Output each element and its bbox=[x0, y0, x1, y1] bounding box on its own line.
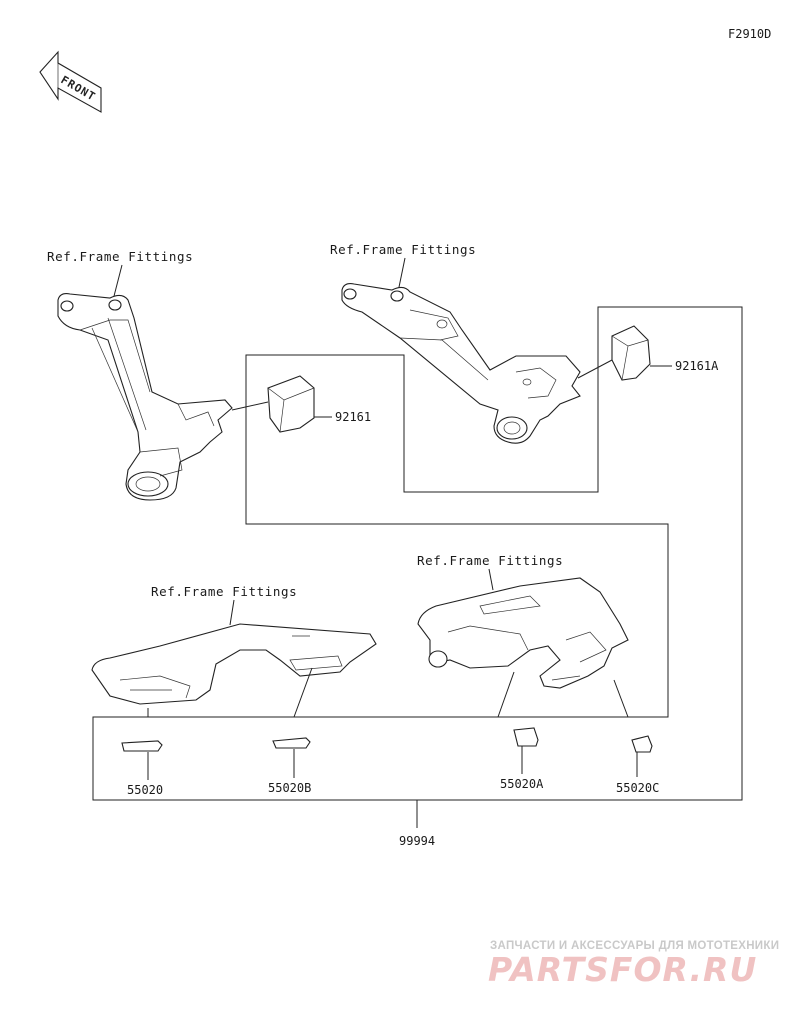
left-heel-guard: Ref.Frame Fittings bbox=[91, 584, 377, 705]
ref-label-left-lower: Ref.Frame Fittings bbox=[151, 584, 297, 599]
label-55020a: 55020A bbox=[500, 777, 544, 791]
part-92161: 92161 bbox=[231, 375, 371, 433]
left-footpeg-bracket: Ref.Frame Fittings bbox=[47, 249, 233, 501]
part-55020b: 55020B bbox=[268, 667, 313, 795]
right-footpeg-bracket: Ref.Frame Fittings bbox=[330, 242, 581, 444]
label-92161a: 92161A bbox=[675, 359, 719, 373]
leader-lines bbox=[92, 306, 743, 828]
front-arrow-icon: FRONT bbox=[39, 50, 102, 113]
label-55020: 55020 bbox=[127, 783, 163, 797]
ref-label-left-upper: Ref.Frame Fittings bbox=[47, 249, 193, 264]
watermark-tagline: ЗАПЧАСТИ И АКСЕССУАРЫ ДЛЯ МОТОТЕХНИКИ bbox=[490, 940, 780, 952]
ref-label-right-lower: Ref.Frame Fittings bbox=[417, 553, 563, 568]
label-55020b: 55020B bbox=[268, 781, 311, 795]
label-92161: 92161 bbox=[335, 410, 371, 424]
figure-code: F2910D bbox=[728, 27, 771, 41]
watermark-logo: PARTSFOR.RU bbox=[488, 950, 758, 989]
part-55020c: 55020C bbox=[613, 679, 659, 795]
part-55020a: 55020A bbox=[497, 671, 544, 791]
part-92161a: 92161A bbox=[577, 325, 719, 381]
label-55020c: 55020C bbox=[616, 781, 659, 795]
label-99994: 99994 bbox=[399, 834, 435, 848]
part-55020: 55020 bbox=[121, 708, 163, 797]
ref-label-right-upper: Ref.Frame Fittings bbox=[330, 242, 476, 257]
right-heel-guard: Ref.Frame Fittings bbox=[417, 553, 629, 689]
